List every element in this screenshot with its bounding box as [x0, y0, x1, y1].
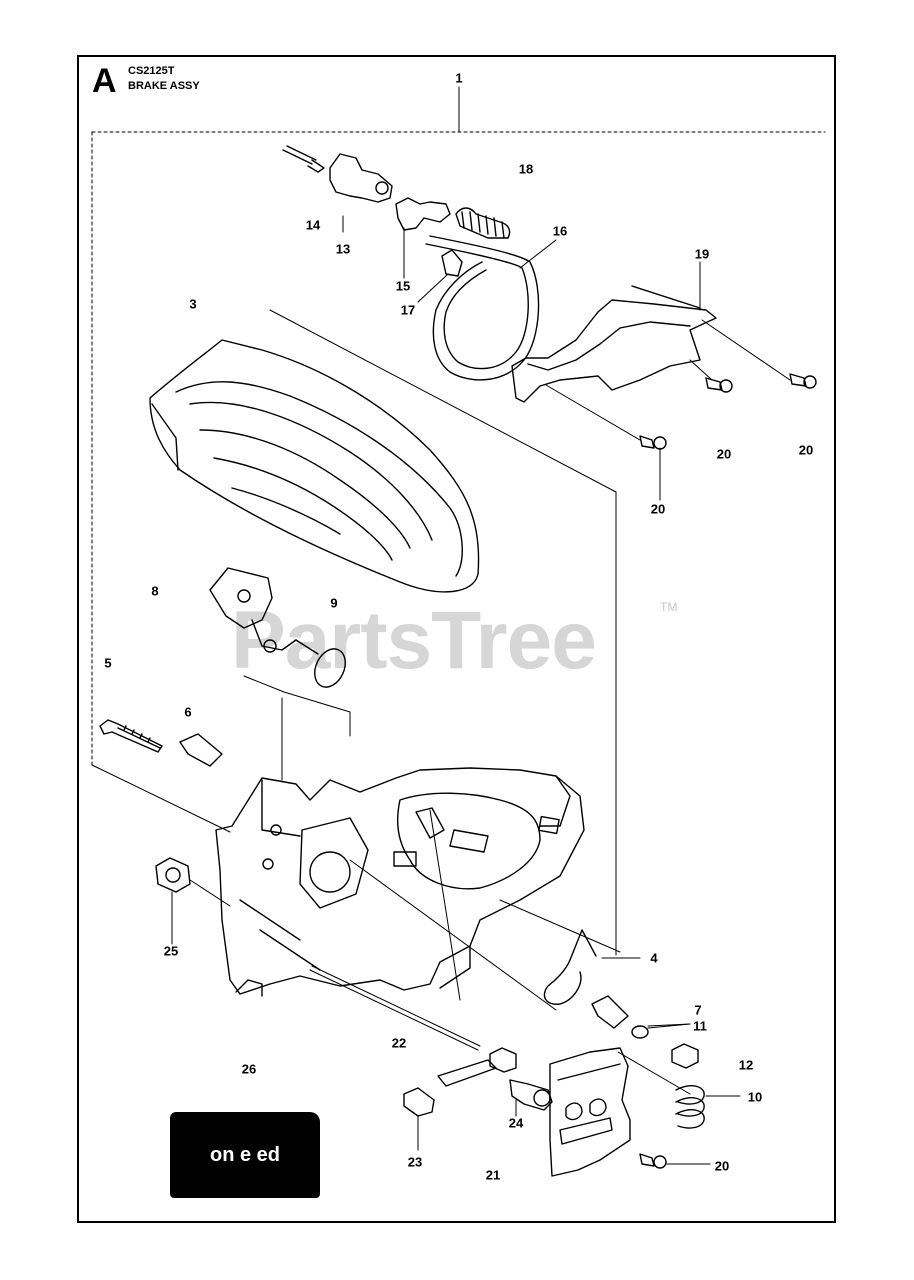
callout-26: 26 — [241, 1061, 257, 1077]
callout-6: 6 — [184, 704, 192, 720]
callout-25: 25 — [163, 943, 179, 959]
callout-16: 16 — [552, 223, 568, 239]
callout-17: 17 — [400, 302, 416, 318]
tension-knob — [209, 567, 351, 781]
chain-guard — [511, 285, 791, 441]
section-letter: A — [92, 62, 117, 100]
callout-3: 3 — [189, 296, 197, 312]
callout-18: 18 — [518, 161, 534, 177]
callout-20-d: 20 — [714, 1158, 730, 1174]
stamp-badge: on e ed — [170, 1112, 320, 1198]
callout-14: 14 — [305, 217, 321, 233]
leader-lines — [171, 215, 711, 1165]
bolt-and-sleeve — [91, 719, 231, 833]
callout-7: 7 — [694, 1002, 702, 1018]
assembly-bracket — [91, 131, 826, 766]
watermark-trademark: TM — [660, 600, 678, 614]
brake-band — [425, 235, 540, 381]
model-number: CS2125T — [128, 65, 175, 77]
callout-11: 11 — [693, 1018, 707, 1034]
callout-21: 21 — [485, 1167, 501, 1183]
brake-rod-assembly — [309, 965, 631, 1177]
brake-housing — [215, 767, 621, 1011]
callout-24: 24 — [508, 1115, 524, 1131]
callout-5: 5 — [104, 655, 112, 671]
brake-hardware — [591, 995, 741, 1129]
screw-group — [639, 373, 817, 1169]
diagram-frame — [77, 55, 836, 1223]
callout-1: 1 — [455, 70, 463, 86]
callout-8: 8 — [151, 583, 159, 599]
callout-22: 22 — [391, 1035, 407, 1051]
side-cover — [149, 309, 617, 956]
callout-20-b: 20 — [798, 442, 814, 458]
callout-12: 12 — [738, 1057, 754, 1073]
return-spring — [543, 929, 641, 1005]
callout-9: 9 — [330, 595, 338, 611]
callout-23: 23 — [407, 1154, 423, 1170]
callout-10: 10 — [747, 1089, 763, 1105]
callout-13: 13 — [335, 241, 351, 257]
brake-lever-group — [282, 145, 511, 239]
watermark-logo: PartsTree — [231, 595, 597, 686]
callout-15: 15 — [395, 278, 411, 294]
nut — [155, 857, 231, 907]
assembly-title: BRAKE ASSY — [128, 80, 200, 92]
callout-19: 19 — [694, 246, 710, 262]
callout-20-c: 20 — [650, 501, 666, 517]
callout-20-a: 20 — [716, 446, 732, 462]
stamp-badge-text: on e ed — [209, 1143, 280, 1166]
callout-4: 4 — [650, 950, 658, 966]
